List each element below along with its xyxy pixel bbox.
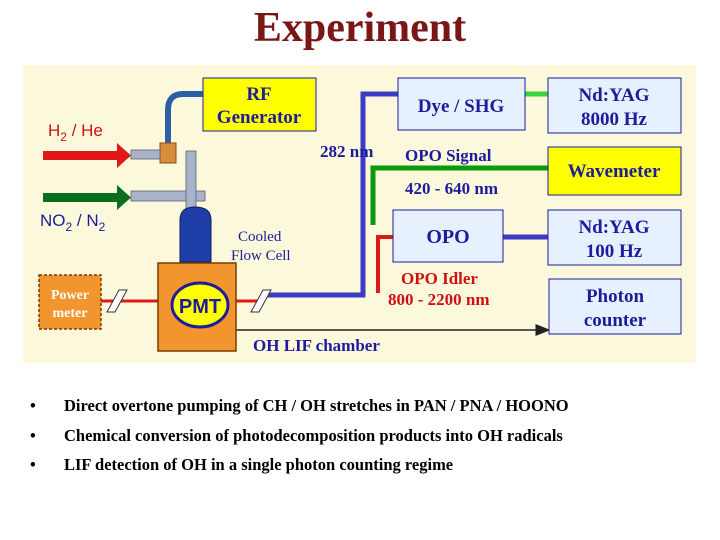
bullet-item: • Chemical conversion of photodecompositi…	[30, 426, 710, 456]
bullet-marker: •	[30, 455, 36, 474]
h2-he-label: H2 / He	[48, 121, 103, 144]
ndyag-8000-box	[547, 77, 682, 134]
bullet-marker: •	[30, 425, 36, 445]
bullet-text: Direct overtone pumping of CH / OH stret…	[64, 396, 569, 415]
flow-cell-structure	[130, 142, 212, 263]
power-meter-label-1: Power	[51, 288, 89, 303]
wavemeter-label: Wavemeter	[568, 161, 661, 182]
photon-counter-label-1: Photon	[586, 286, 645, 307]
opo-label: OPO	[426, 226, 469, 248]
no2-n2-inlet-arrow	[43, 185, 131, 210]
ndyag-100-label-2: 100 Hz	[586, 241, 643, 262]
wavemeter-box	[547, 146, 682, 196]
bullet-list: • Direct overtone pumping of CH / OH stre…	[30, 396, 710, 485]
ndyag-8000-label-2: 8000 Hz	[581, 109, 648, 130]
power-meter	[38, 274, 102, 330]
signal-beam	[370, 165, 548, 225]
photon-counter-label-2: counter	[584, 310, 647, 331]
experiment-diagram: PMT Power meter RF Generator Dye / SHG N…	[23, 65, 696, 363]
signal-range-label: 420 - 640 nm	[405, 179, 498, 198]
opo-box	[392, 209, 504, 263]
bullet-item: • LIF detection of OH in a single photon …	[30, 455, 710, 485]
bullet-item: • Direct overtone pumping of CH / OH stre…	[30, 396, 710, 426]
rf-generator-label-1: RF	[246, 84, 271, 105]
idler-range-label: 800 - 2200 nm	[388, 290, 490, 309]
no2-n2-label: NO2 / N2	[40, 211, 106, 234]
rf-generator-label-2: Generator	[217, 107, 302, 128]
bullet-text: Chemical conversion of photodecompositio…	[64, 425, 563, 445]
ndyag-8000-label-1: Nd:YAG	[578, 85, 649, 106]
slide-title: Experiment	[253, 5, 467, 51]
cooled-flow-cell-label-1: Cooled	[238, 229, 282, 245]
cooled-flow-cell-label-2: Flow Cell	[231, 248, 291, 264]
rf-generator-box	[202, 77, 317, 132]
pmt	[170, 281, 230, 329]
h2-he-inlet-arrow	[43, 143, 131, 168]
bullet-text: LIF detection of OH in a single photon c…	[64, 455, 454, 474]
chamber-label: OH LIF chamber	[253, 336, 380, 355]
ndyag-100-box	[547, 209, 682, 266]
dye-shg-box	[397, 77, 526, 131]
photon-counter-box	[548, 278, 682, 335]
dye-shg-label: Dye / SHG	[418, 96, 505, 117]
uv-wavelength-label: 282 nm	[320, 142, 373, 161]
rf-cable	[165, 91, 203, 143]
bullet-marker: •	[30, 396, 36, 415]
pmt-label: PMT	[179, 296, 221, 318]
power-meter-label-2: meter	[53, 306, 88, 321]
ndyag-100-label-1: Nd:YAG	[578, 217, 649, 238]
opo-signal-label: OPO Signal	[405, 146, 492, 165]
opo-idler-label: OPO Idler	[401, 269, 478, 288]
left-window	[106, 289, 128, 313]
right-window	[250, 289, 272, 313]
idler-beam	[376, 235, 393, 293]
